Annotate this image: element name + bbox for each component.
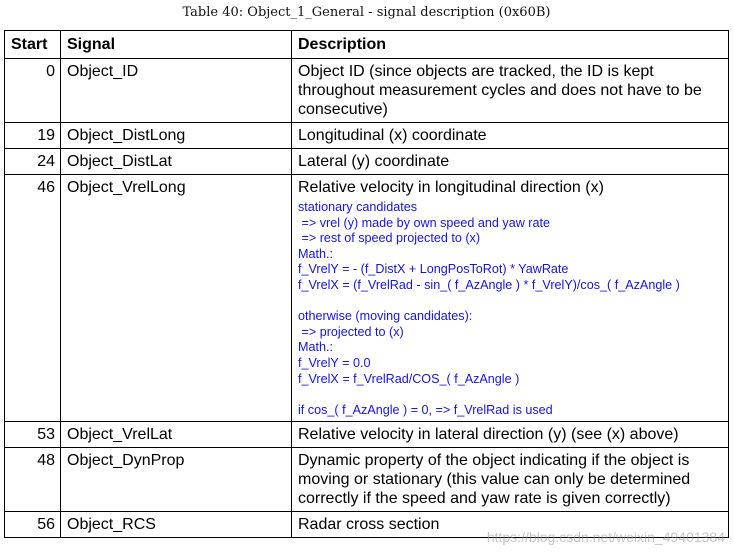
table-row: 0 Object_ID Object ID (since objects are…: [4, 58, 729, 123]
table-row: 24 Object_DistLat Lateral (y) coordinate: [4, 148, 729, 175]
header-description: Description: [291, 30, 729, 59]
cell-start: 0: [4, 58, 61, 123]
table-row: 19 Object_DistLong Longitudinal (x) coor…: [4, 122, 729, 149]
cell-signal: Object_RCS: [60, 511, 292, 539]
velocity-math-note: stationary candidates => vrel (y) made b…: [298, 200, 680, 417]
cell-start: 46: [4, 173, 61, 423]
description-text: Relative velocity in longitudinal direct…: [298, 179, 604, 196]
cell-start: 24: [4, 148, 61, 175]
cell-description: Longitudinal (x) coordinate: [291, 122, 729, 149]
cell-signal: Object_ID: [60, 58, 292, 123]
table-row: 53 Object_VrelLat Relative velocity in l…: [4, 421, 729, 449]
cell-signal: Object_VrelLong: [60, 173, 292, 423]
table-row: 46 Object_VrelLong Relative velocity in …: [4, 173, 729, 423]
cell-description: Lateral (y) coordinate: [291, 148, 729, 175]
header-start: Start: [4, 30, 61, 59]
cell-start: 56: [4, 511, 61, 539]
cell-signal: Object_DynProp: [60, 447, 292, 513]
table-row: 48 Object_DynProp Dynamic property of th…: [4, 447, 729, 513]
header-signal: Signal: [60, 30, 292, 59]
signal-description-table: Start Signal Description 0 Object_ID Obj…: [4, 30, 729, 539]
watermark-text: https://blog.csdn.net/weixin_49401384: [486, 529, 725, 545]
cell-start: 53: [4, 421, 61, 449]
cell-start: 19: [4, 122, 61, 149]
cell-description-with-note: Relative velocity in longitudinal direct…: [291, 173, 729, 423]
table-row: 56 Object_RCS Radar cross section: [4, 511, 729, 539]
table-caption: Table 40: Object_1_General - signal desc…: [182, 5, 551, 20]
cell-description: Object ID (since objects are tracked, th…: [291, 58, 729, 123]
cell-signal: Object_VrelLat: [60, 421, 292, 449]
cell-signal: Object_DistLong: [60, 122, 292, 149]
cell-start: 48: [4, 447, 61, 513]
cell-signal: Object_DistLat: [60, 148, 292, 175]
cell-description: Radar cross section: [291, 511, 729, 539]
header-row: Start Signal Description: [4, 30, 729, 59]
cell-description: Relative velocity in lateral direction (…: [291, 421, 729, 449]
cell-description: Dynamic property of the object indicatin…: [291, 447, 729, 513]
